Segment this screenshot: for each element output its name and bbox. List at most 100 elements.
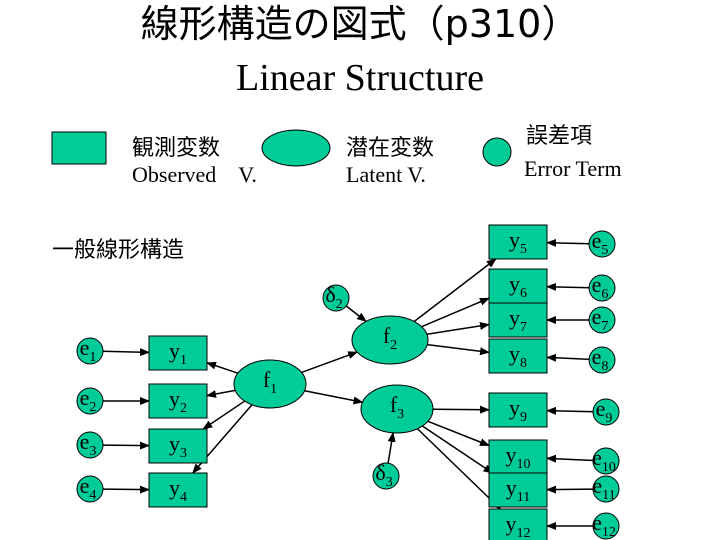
ellipse-f1 (233, 359, 307, 409)
node-y9: y9 (488, 392, 548, 428)
circle-e10 (592, 447, 620, 475)
label-f3: f3 (390, 392, 404, 422)
node-e8: e8 (588, 344, 616, 374)
node-f1: f1 (233, 359, 307, 409)
edge-f2-y8 (427, 343, 490, 356)
node-e4: e4 (76, 473, 104, 503)
legend-observed-swatch (51, 131, 107, 165)
label-e9: e9 (596, 396, 613, 426)
circle-d3 (372, 462, 400, 490)
label-e7: e7 (592, 304, 609, 334)
edges-layer (101, 238, 595, 530)
box-y10 (488, 439, 548, 475)
node-e3: e3 (76, 429, 104, 459)
edge-f2-y5 (413, 258, 497, 323)
box-y4 (148, 472, 208, 508)
edge-e9-y9 (546, 406, 595, 415)
box-y2 (148, 383, 208, 419)
node-e12: e12 (592, 510, 620, 540)
node-e7: e7 (588, 304, 616, 334)
edge-e4-y4 (101, 485, 150, 494)
legend-error-en: Error Term (524, 156, 622, 181)
circle-e6 (588, 274, 616, 302)
circle-e11 (592, 475, 620, 503)
label-f1: f1 (263, 367, 277, 397)
label-y3: y3 (169, 431, 187, 461)
box-y5 (488, 224, 548, 260)
ellipse-f3 (360, 384, 434, 434)
edge-f3-y10 (427, 420, 490, 447)
label-e3: e3 (80, 429, 97, 459)
label-y12: y12 (506, 511, 531, 540)
node-y2: y2 (148, 383, 208, 419)
edge-d2-f2 (345, 304, 367, 322)
ellipse-f2 (351, 315, 429, 365)
box-y1 (148, 335, 208, 371)
label-y2: y2 (169, 386, 187, 416)
label-e5: e5 (592, 228, 609, 258)
node-e5: e5 (588, 228, 616, 258)
page-title: 線形構造の図式（p310） (140, 2, 580, 46)
edge-e1-y1 (101, 348, 150, 357)
box-y3 (148, 428, 208, 464)
edge-f3-y12 (416, 428, 502, 510)
edge-f1-y1 (206, 361, 239, 374)
edge-e5-y5 (546, 238, 591, 247)
node-e11: e11 (592, 473, 620, 503)
label-y10: y10 (506, 442, 531, 472)
node-e6: e6 (588, 272, 616, 302)
section-label: 一般線形構造 (52, 238, 185, 263)
label-e6: e6 (592, 272, 609, 302)
circle-e1 (76, 337, 104, 365)
label-e12: e12 (592, 510, 616, 540)
node-y3: y3 (148, 428, 208, 464)
edge-e3-y3 (101, 441, 150, 450)
label-y5: y5 (509, 227, 527, 257)
node-d2: δ2 (322, 282, 350, 312)
label-e1: e1 (80, 335, 97, 365)
label-y6: y6 (509, 271, 527, 301)
edge-d3-f3 (387, 431, 396, 465)
edge-f1-f3 (304, 390, 364, 405)
label-e4: e4 (80, 473, 97, 503)
edge-e10-y10 (546, 454, 595, 463)
node-y10: y10 (488, 439, 548, 475)
node-y12: y12 (488, 508, 548, 540)
edge-e11-y11 (546, 485, 595, 494)
node-y8: y8 (488, 338, 548, 374)
circle-e5 (588, 230, 616, 258)
circle-e7 (588, 306, 616, 334)
circle-e9 (592, 398, 620, 426)
node-e9: e9 (592, 396, 620, 426)
node-y7: y7 (488, 302, 548, 338)
box-y7 (488, 302, 548, 338)
label-e11: e11 (592, 473, 615, 503)
box-y12 (488, 508, 548, 540)
node-y6: y6 (488, 268, 548, 304)
circle-e4 (76, 475, 104, 503)
circle-e12 (592, 512, 620, 540)
label-y8: y8 (509, 341, 527, 371)
legend-latent-swatch (261, 129, 331, 167)
label-y9: y9 (509, 395, 527, 425)
legend-observed-jp: 観測変数 (132, 136, 221, 161)
label-d3: δ3 (375, 460, 392, 490)
label-d2: δ2 (325, 282, 342, 312)
node-e1: e1 (76, 335, 104, 365)
edge-f1-f2 (301, 351, 359, 374)
label-f2: f2 (383, 323, 397, 353)
edge-f1-y2 (206, 389, 236, 398)
legend-error-jp: 誤差項 (526, 124, 593, 149)
label-y4: y4 (169, 475, 187, 505)
box-y9 (488, 392, 548, 428)
node-e10: e10 (592, 445, 620, 475)
legend-observed-en: Observed V. (132, 162, 257, 187)
box-y8 (488, 338, 548, 374)
label-e10: e10 (592, 445, 616, 475)
node-y11: y11 (488, 472, 548, 508)
edge-f3-y11 (421, 425, 494, 474)
legend-latent-en: Latent V. (346, 162, 426, 187)
label-y7: y7 (509, 305, 527, 335)
circle-e2 (76, 387, 104, 415)
node-d3: δ3 (372, 460, 400, 490)
